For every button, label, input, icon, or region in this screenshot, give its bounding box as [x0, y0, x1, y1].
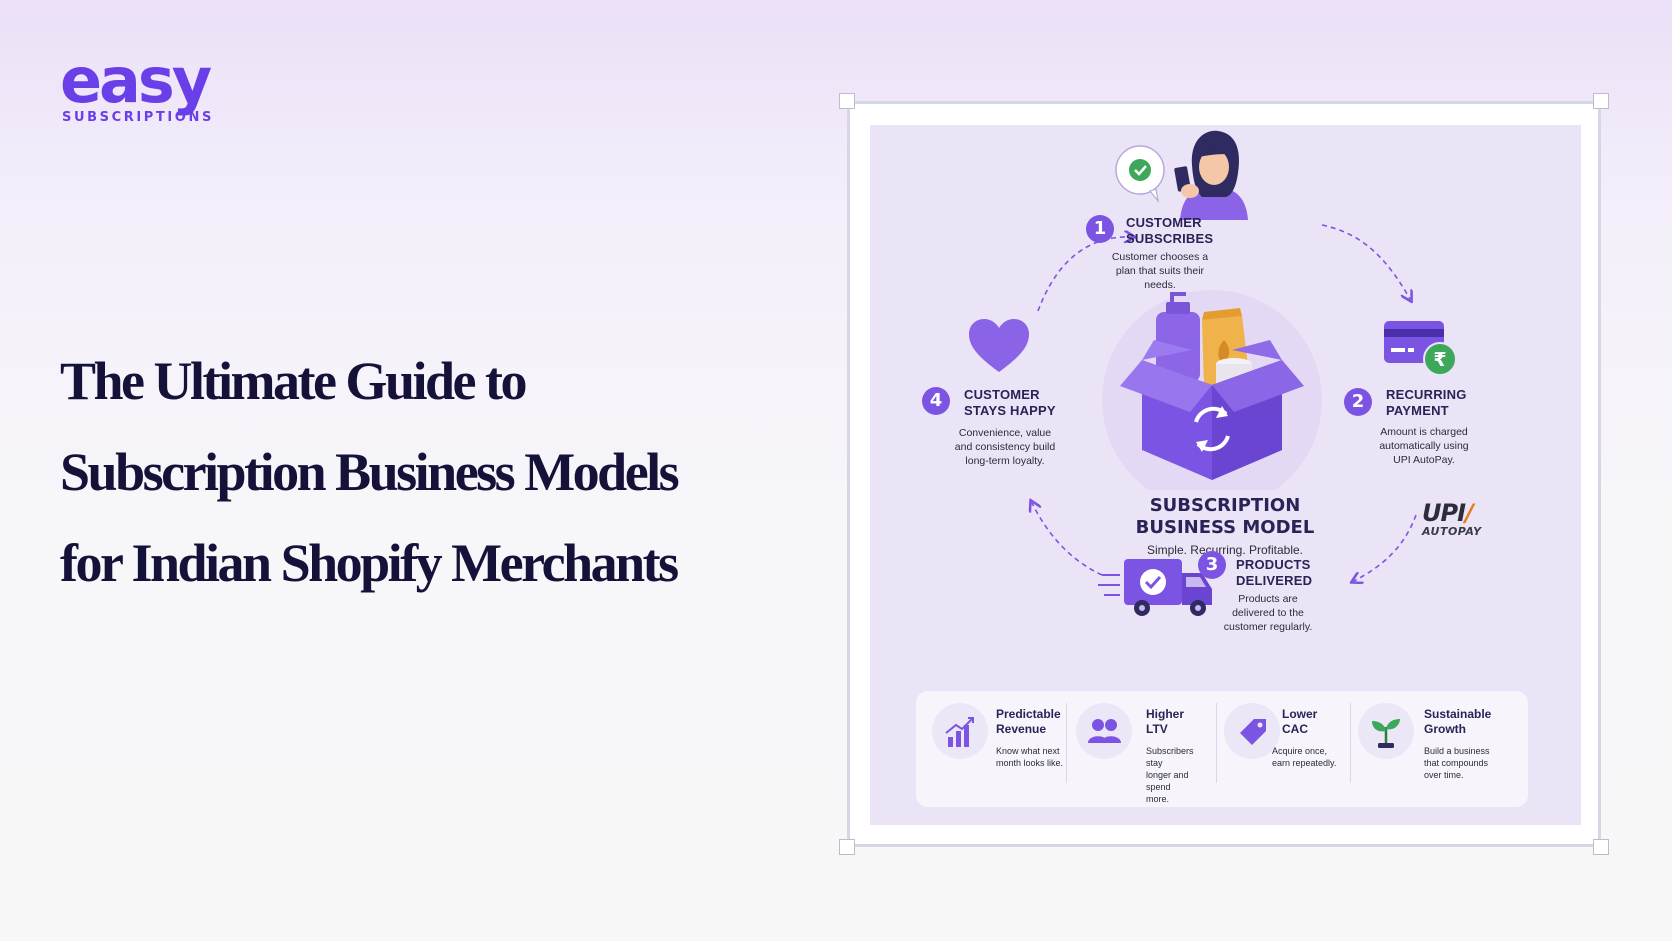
benefit-description: Build a business that compounds over tim… — [1424, 746, 1490, 780]
arrow-1-to-2 — [1321, 224, 1410, 299]
step-1-description: Customer chooses a plan that suits their… — [1111, 251, 1209, 291]
arrow-3-to-4 — [1032, 503, 1103, 576]
step-3-description: Products are delivered to the customer r… — [1223, 593, 1313, 633]
benefit-higher-ltv: Higher LTV Subscribers stay longer and s… — [1066, 691, 1212, 807]
benefit-lower-cac: Lower CAC Acquire once, earn repeatedly. — [1216, 691, 1350, 807]
step-2-description: Amount is charged automatically using UP… — [1379, 426, 1469, 466]
divider — [1216, 703, 1217, 783]
benefit-description: Know what next month looks like. — [996, 746, 1064, 768]
resize-handle-bottom-right[interactable] — [1593, 839, 1609, 855]
upi-autopay-logo: UPI/ AUTOPAY — [1422, 501, 1502, 538]
heart-icon — [969, 319, 1029, 372]
title-line-3: for Indian Shopify Merchants — [60, 533, 679, 593]
step-3-title: PRODUCTS DELIVERED — [1236, 557, 1313, 588]
upi-logo-text: UPI/ — [1422, 499, 1474, 527]
benefits-panel: Predictable Revenue Know what next month… — [916, 691, 1528, 807]
credit-card-rupee-icon: ₹ — [1384, 321, 1457, 376]
step-2-number: 2 — [1344, 388, 1372, 416]
logo-subtitle: SUBSCRIPTIONS — [62, 110, 214, 125]
infographic-image: 1 CUSTOMER SUBSCRIBES Customer chooses a… — [870, 125, 1581, 825]
step-3-number: 3 — [1198, 551, 1226, 579]
title-line-1: The Ultimate Guide to — [60, 351, 527, 411]
step-2-title: RECURRING PAYMENT — [1386, 387, 1467, 418]
step-4-description: Convenience, value and consistency build… — [954, 427, 1056, 467]
step-4-title: CUSTOMER STAYS HAPPY — [964, 387, 1056, 418]
benefit-title: Higher LTV — [1146, 707, 1185, 736]
benefit-predictable-revenue: Predictable Revenue Know what next month… — [916, 691, 1064, 807]
arrow-2-to-3 — [1354, 514, 1417, 581]
svg-text:₹: ₹ — [1433, 349, 1446, 371]
step-1-title: CUSTOMER SUBSCRIBES — [1126, 215, 1214, 246]
logo-wordmark: easy — [60, 44, 212, 117]
step-1-number: 1 — [1086, 215, 1114, 243]
benefit-sustainable-growth: Sustainable Growth Build a business that… — [1350, 691, 1526, 807]
benefit-title: Predictable Revenue — [996, 707, 1061, 736]
divider — [1350, 703, 1351, 783]
customer-with-phone-icon — [1115, 130, 1248, 220]
easy-subscriptions-logo[interactable]: easy SUBSCRIPTIONS — [60, 50, 260, 132]
growth-chart-icon — [932, 703, 988, 759]
benefit-title: Sustainable Growth — [1424, 707, 1492, 736]
title-line-2: Subscription Business Models — [60, 442, 680, 502]
resize-handle-top-left[interactable] — [839, 93, 855, 109]
arrow-4-to-1 — [1037, 237, 1132, 312]
cycle-arrows — [870, 224, 1417, 825]
benefit-description: Acquire once, earn repeatedly. — [1272, 746, 1337, 768]
page-title: The Ultimate Guide to Subscription Busin… — [60, 336, 780, 609]
resize-handle-top-right[interactable] — [1593, 93, 1609, 109]
center-title: SUBSCRIPTION BUSINESS MODEL — [1135, 495, 1315, 538]
subscription-box-icon — [1102, 290, 1322, 490]
price-tag-icon — [1224, 703, 1280, 759]
benefit-description: Subscribers stay longer and spend more. — [1146, 746, 1194, 804]
center-subtitle: Simple. Recurring. Profitable. — [1146, 543, 1304, 557]
resize-handle-bottom-left[interactable] — [839, 839, 855, 855]
divider — [1066, 703, 1067, 783]
benefit-title: Lower CAC — [1282, 707, 1318, 736]
sprout-icon — [1358, 703, 1414, 759]
people-icon — [1076, 703, 1132, 759]
delivery-truck-icon — [1098, 559, 1212, 616]
autopay-logo-text: AUTOPAY — [1422, 525, 1482, 538]
step-4-number: 4 — [922, 387, 950, 415]
